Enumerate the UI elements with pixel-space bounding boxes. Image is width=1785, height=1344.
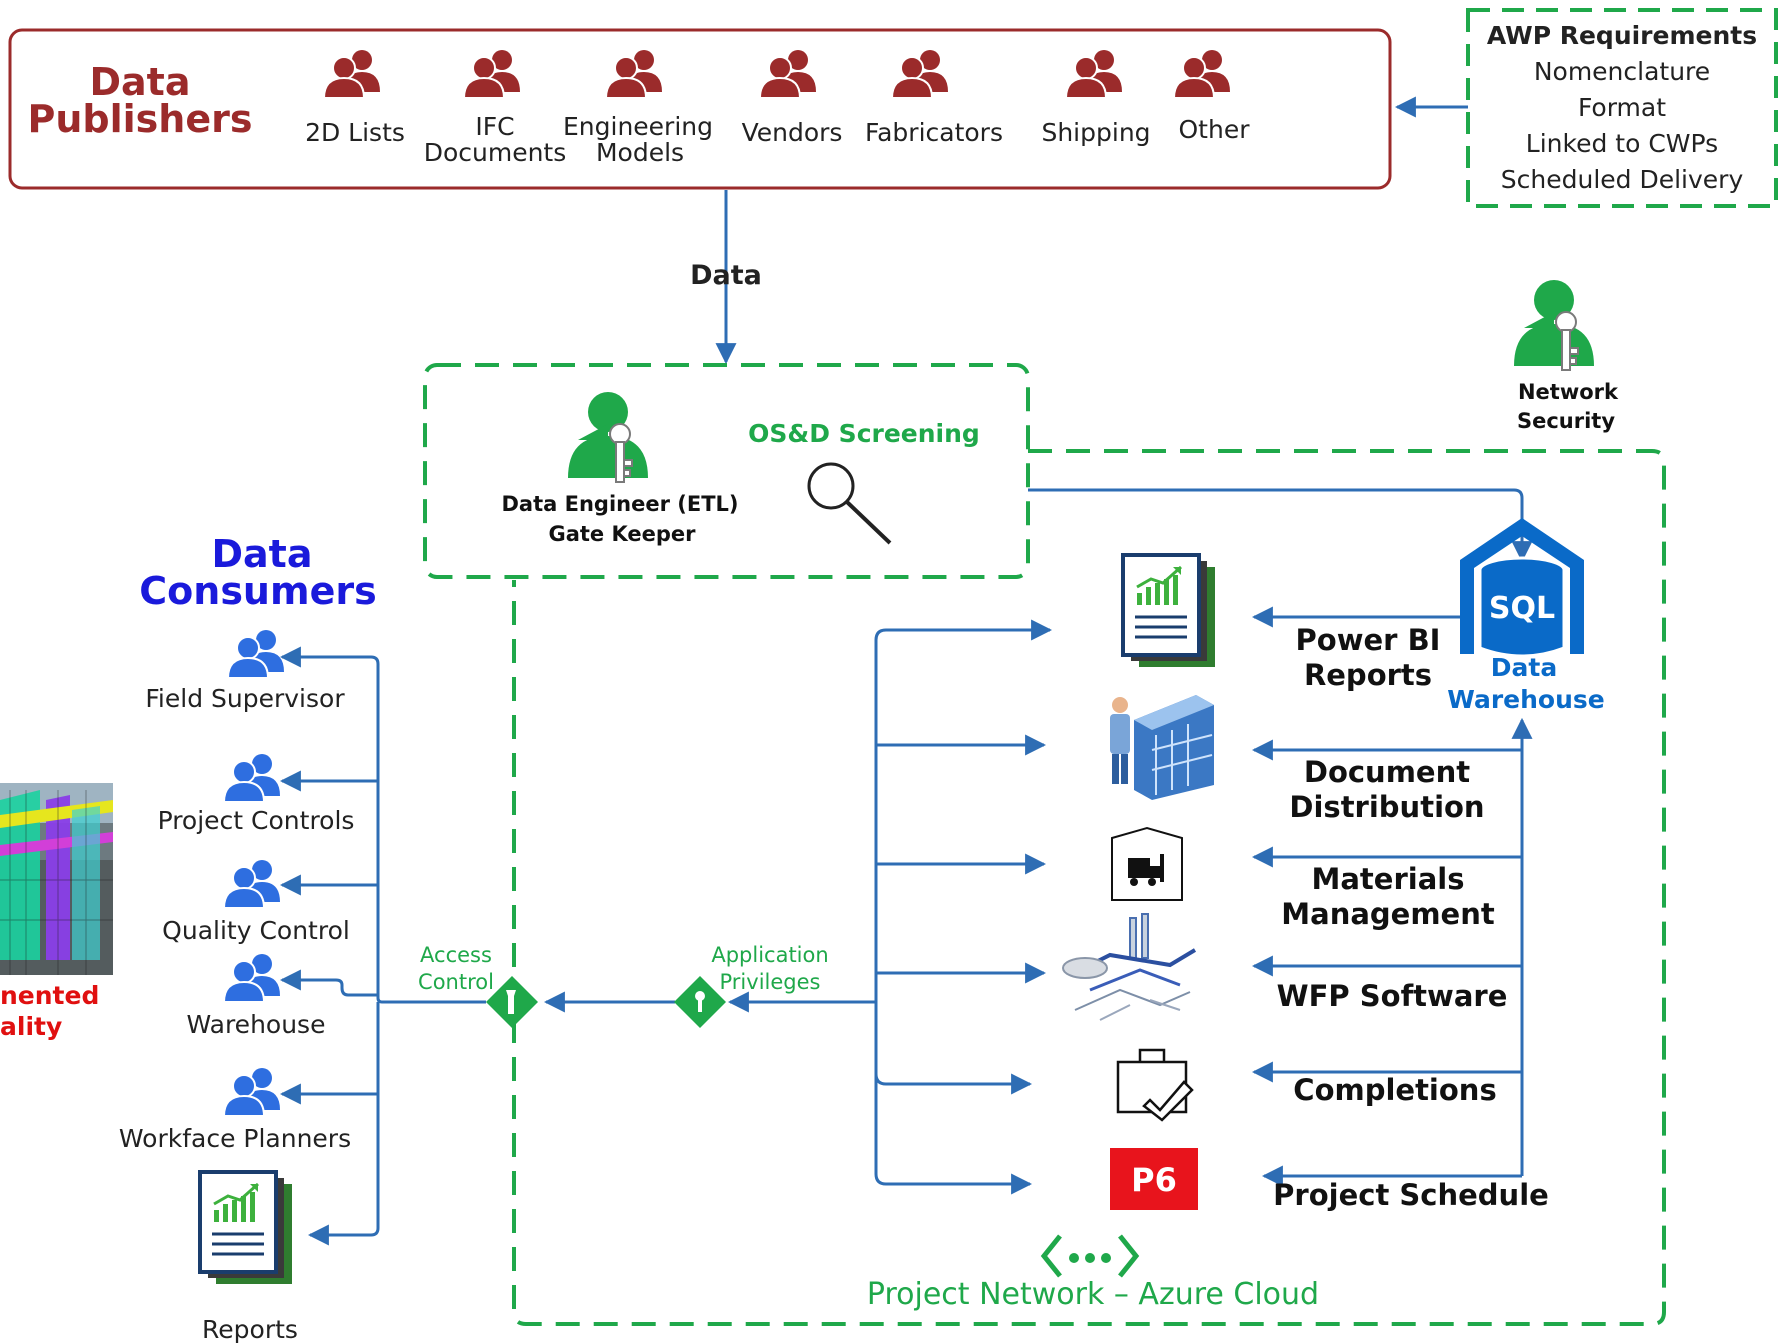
- app-label: Distribution: [1289, 790, 1484, 824]
- ar-label-line1: nented: [0, 981, 99, 1010]
- publisher-label: 2D Lists: [305, 118, 405, 147]
- awp-item: Linked to CWPs: [1526, 129, 1718, 158]
- warehouse-line1: Data: [1491, 653, 1557, 682]
- consumer-people-icon: [223, 1067, 281, 1117]
- app-privileges-line2: Privileges: [720, 970, 821, 994]
- magnifier-icon: [807, 462, 892, 545]
- azure-network-icon: [1040, 1234, 1140, 1278]
- consumer-people-icon: [223, 753, 281, 803]
- awp-item: Format: [1578, 93, 1666, 122]
- access-to-field-supervisor: [279, 646, 486, 1004]
- awp-item: Nomenclature: [1534, 57, 1710, 86]
- consumer-label: Reports: [202, 1315, 298, 1344]
- access-control-line2: Control: [418, 970, 494, 994]
- azure-network-label: Project Network – Azure Cloud: [867, 1277, 1319, 1312]
- plant-model-icon: [1062, 913, 1197, 1021]
- app-label: Materials: [1312, 862, 1465, 896]
- screening-label: OS&D Screening: [748, 419, 980, 448]
- access-to-reports: [307, 1002, 380, 1246]
- access-control-line1: Access: [420, 943, 492, 967]
- azure-network-boundary: [512, 449, 1666, 1326]
- app-label: Management: [1281, 897, 1495, 931]
- publishers-title-line2: Publishers: [28, 97, 253, 141]
- app-label: Power BI: [1296, 623, 1441, 657]
- consumer-label: Field Supervisor: [145, 684, 345, 713]
- awp-box: [1466, 8, 1778, 208]
- server-rack-icon: [1110, 695, 1214, 800]
- publisher-label: Shipping: [1041, 118, 1150, 147]
- etl-to-warehouse-arrow: [1028, 488, 1533, 563]
- consumer-people-icon: [223, 953, 281, 1003]
- app-label: Document: [1304, 755, 1470, 789]
- access-control-wrench-icon: [486, 976, 538, 1028]
- sql-database-icon: SQL: [1460, 518, 1584, 658]
- ar-label-line2: ality: [0, 1012, 62, 1041]
- publisher-label: Vendors: [742, 118, 843, 147]
- awp-title: AWP Requirements: [1487, 21, 1757, 50]
- consumer-label: Warehouse: [187, 1010, 326, 1039]
- consumers-title-line1: Data: [212, 532, 313, 576]
- publisher-label: Models: [596, 138, 684, 167]
- publishers-title-line1: Data: [90, 60, 191, 104]
- power-bi-report-icon: [1121, 553, 1217, 669]
- publisher-label: Fabricators: [865, 118, 1003, 147]
- app-label: Reports: [1304, 658, 1432, 692]
- gatekeeper-line1: Data Engineer (ETL): [502, 492, 739, 516]
- consumer-label: Workface Planners: [119, 1124, 351, 1153]
- data-engineer-icon: [567, 391, 649, 483]
- publisher-label: Engineering: [563, 112, 713, 141]
- bus-to-powerbi: [874, 619, 1053, 1002]
- publisher-label: IFC: [475, 112, 514, 141]
- p6-badge: [1110, 1148, 1198, 1210]
- app-label: WFP Software: [1277, 979, 1508, 1013]
- awp-item: Scheduled Delivery: [1501, 165, 1744, 194]
- warehouse-forklift-icon: [1111, 826, 1183, 901]
- consumer-label: Project Controls: [158, 806, 355, 835]
- consumer-people-icon: [223, 859, 281, 909]
- publisher-label: Documents: [424, 138, 567, 167]
- app-privileges-key-icon: [674, 976, 726, 1028]
- app-label: Completions: [1293, 1073, 1496, 1107]
- augmented-reality-image: [0, 783, 113, 975]
- consumer-label: Quality Control: [162, 916, 350, 945]
- network-security-line1: Network: [1518, 380, 1619, 404]
- consumer-people-icon: [227, 629, 285, 679]
- gatekeeper-line2: Gate Keeper: [548, 522, 696, 546]
- network-security-line2: Security: [1517, 409, 1615, 433]
- bus-to-completions: [874, 1002, 1033, 1095]
- consumers-title-line2: Consumers: [139, 569, 376, 613]
- publisher-label: Other: [1179, 115, 1251, 144]
- completions-bag-icon: [1116, 1048, 1194, 1122]
- app-label: Project Schedule: [1273, 1178, 1549, 1212]
- warehouse-line2: Warehouse: [1447, 685, 1604, 714]
- sql-label: SQL: [1489, 591, 1555, 626]
- p6-label: P6: [1131, 1161, 1177, 1199]
- reports-doc-icon: [198, 1170, 294, 1286]
- data-label: Data: [690, 260, 762, 291]
- bus-to-schedule: [874, 1002, 1033, 1195]
- network-security-icon: [1513, 279, 1595, 371]
- app-privileges-line1: Application: [711, 943, 828, 967]
- access-to-warehouse: [279, 969, 378, 997]
- gatekeeper-box: [423, 363, 1030, 579]
